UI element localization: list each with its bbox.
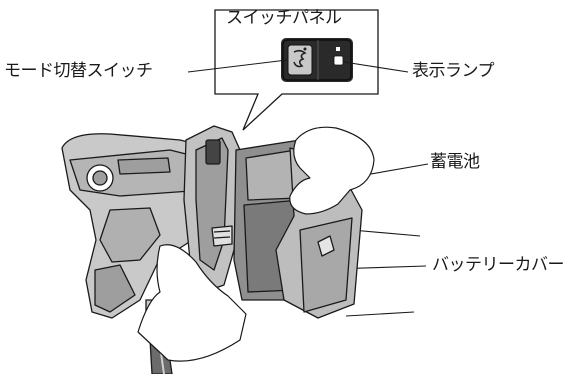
battery-lid <box>183 125 241 293</box>
hand-lower <box>137 244 247 362</box>
indicator-lamp-icon <box>333 47 344 66</box>
switch-panel-title: スイッチパネル <box>226 8 342 28</box>
indicator-lamp-label: 表示ランプ <box>412 61 495 81</box>
battery-cover-label: バッテリーカバー <box>432 255 565 275</box>
hand-upper <box>289 126 375 215</box>
battery-label: 蓄電池 <box>430 152 480 172</box>
mode-switch-icon[interactable] <box>287 44 313 76</box>
mode-switch-label: モード切替スイッチ <box>4 61 153 81</box>
